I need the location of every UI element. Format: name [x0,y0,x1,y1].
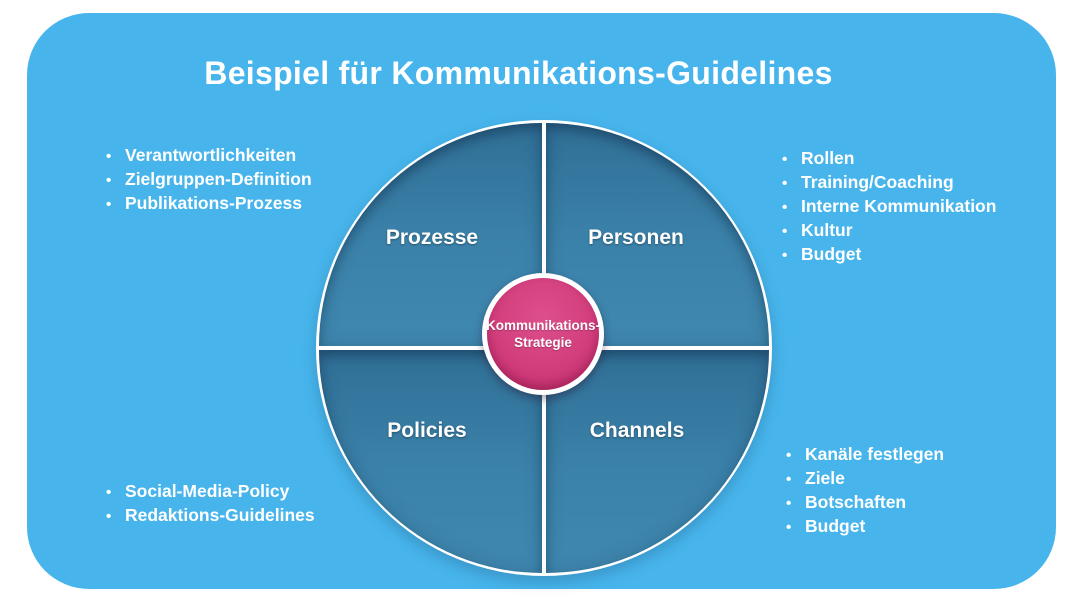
list-item: Rollen [782,147,996,171]
list-personen-items: Rollen Training/Coaching Interne Kommuni… [782,147,996,267]
quadrant-label-policies: Policies [387,419,467,442]
list-item: Verantwortlichkeiten [106,144,312,168]
list-channels-items: Kanäle festlegen Ziele Botschaften Budge… [786,443,944,539]
list-item: Ziele [786,467,944,491]
list-item: Training/Coaching [782,171,996,195]
quadrant-label-prozesse: Prozesse [385,226,479,249]
center-label-line1: Kommunikations- [486,318,601,333]
slide-card-background: Beispiel für Kommunikations-Guidelines V… [27,13,1056,589]
list-item: Kultur [782,219,996,243]
list-item: Kanäle festlegen [786,443,944,467]
list-policies-items: Social-Media-Policy Redaktions-Guideline… [106,480,315,528]
list-item: Budget [786,515,944,539]
slide-title: Beispiel für Kommunikations-Guidelines [204,55,833,91]
list-item: Botschaften [786,491,944,515]
center-strategy-circle: Kommunikations- Strategie [482,273,604,395]
center-label-line2: Strategie [514,335,572,350]
list-item: Interne Kommunikation [782,195,996,219]
quadrant-channels [546,350,769,573]
list-item: Redaktions-Guidelines [106,504,315,528]
quadrant-label-personen: Personen [588,226,684,249]
list-item: Social-Media-Policy [106,480,315,504]
quadrant-circle-diagram: Prozesse Personen Policies Channels Komm… [316,120,772,576]
list-item: Publikations-Prozess [106,192,312,216]
list-item: Budget [782,243,996,267]
list-prozesse-items: Verantwortlichkeiten Zielgruppen-Definit… [106,144,312,216]
quadrant-label-channels: Channels [589,419,685,442]
list-item: Zielgruppen-Definition [106,168,312,192]
